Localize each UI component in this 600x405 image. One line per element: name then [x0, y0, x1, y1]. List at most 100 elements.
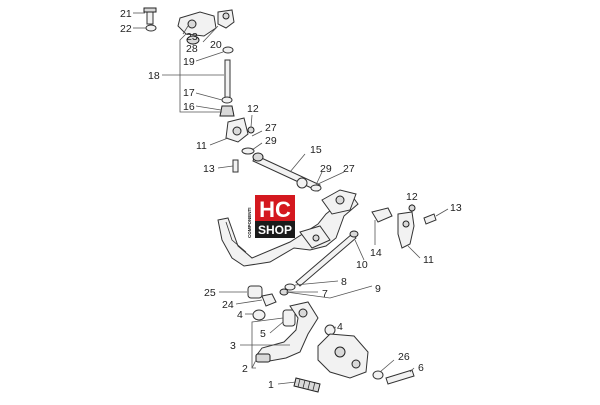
label-23: 23 [186, 31, 198, 43]
watermark-hc-text: HC [259, 197, 291, 222]
label-11-left: 11 [196, 140, 207, 152]
label-3: 3 [230, 340, 236, 352]
label-6: 6 [418, 362, 424, 374]
watermark-red-block [255, 195, 295, 221]
lower-small-parts [247, 285, 336, 336]
leader-10 [354, 239, 365, 261]
part-10-rod-end [349, 230, 359, 238]
leader-27a [251, 130, 263, 137]
leader-23 [182, 25, 189, 35]
part-15-shaft-end [252, 152, 264, 162]
label-19: 19 [183, 56, 195, 68]
part-14-joint [371, 207, 393, 223]
leader-13a [217, 165, 234, 169]
vertical-rod-assembly [219, 46, 235, 117]
leader-17 [195, 92, 223, 101]
label-22: 22 [120, 23, 132, 35]
label-14: 14 [370, 247, 382, 259]
label-9: 9 [375, 283, 381, 295]
leader-11a [209, 137, 229, 146]
main-frame [217, 189, 359, 267]
label-25: 25 [204, 287, 216, 299]
part-11-right-hole [402, 220, 410, 228]
frame-mount-hole [312, 234, 320, 242]
leader-18-bottom [179, 75, 222, 113]
label-21: 21 [120, 8, 132, 20]
part-21-screw-head [143, 7, 157, 13]
label-29-upper: 29 [265, 135, 277, 147]
label-28: 28 [186, 43, 198, 55]
label-13-left: 13 [203, 163, 215, 175]
label-10: 10 [356, 259, 368, 271]
part-11-lever-right [397, 211, 415, 249]
upper-shaft-assembly [225, 117, 322, 192]
part-22-washer [145, 24, 157, 32]
leader-3-top [240, 317, 284, 346]
label-24: 24 [222, 299, 234, 311]
leader-15 [289, 153, 306, 173]
footrest-hole-a [334, 346, 346, 358]
part-29-washer-a [241, 147, 255, 155]
footrest-hole-b [351, 359, 361, 369]
label-20: 20 [210, 39, 222, 51]
part-12-nut-right [408, 204, 416, 212]
label-5: 5 [260, 328, 266, 340]
label-17: 17 [183, 87, 195, 99]
leader-lines [133, 12, 449, 385]
leader-8 [294, 280, 339, 286]
part-15-shaft [252, 154, 321, 192]
leader-29b [315, 171, 323, 186]
part-4-bush-left [252, 309, 266, 321]
part-23-bracket [177, 11, 217, 37]
label-26: 26 [398, 351, 410, 363]
part-11-hole [232, 126, 242, 136]
leader-1 [277, 381, 297, 385]
label-12-right: 12 [406, 191, 418, 203]
part-18-rod [224, 59, 231, 103]
label-7: 7 [322, 288, 328, 300]
leader-16 [195, 105, 222, 111]
leader-6 [409, 367, 415, 373]
leader-4b [332, 326, 337, 329]
label-15: 15 [310, 144, 322, 156]
label-2: 2 [242, 363, 248, 375]
label-4-right: 4 [337, 321, 343, 333]
part-2-pedal-rubber [255, 353, 271, 363]
leader-18-top [162, 33, 187, 76]
part-12-nut-left [247, 126, 255, 134]
leader-20 [202, 25, 219, 43]
label-12-upper: 12 [247, 103, 259, 115]
watermark-dark-block [255, 221, 295, 238]
label-13-right: 13 [450, 202, 462, 214]
part-3-pivot-hole [298, 308, 308, 318]
leader-9 [285, 285, 373, 299]
label-27-upper: 27 [265, 122, 277, 134]
watermark-side-text: COMPONENTI [247, 207, 252, 238]
leader-27b [317, 171, 345, 185]
label-8: 8 [341, 276, 347, 288]
part-20-hole [222, 12, 230, 20]
frame-lug-hole [335, 195, 345, 205]
part-8-nut [284, 283, 296, 291]
part-16-joint [219, 105, 235, 117]
part-1-grip-lines [297, 378, 316, 391]
part-26-spacer [372, 370, 384, 380]
part-27-bush [296, 177, 308, 189]
footrest-bracket [317, 333, 415, 385]
part-5-bush [282, 309, 296, 327]
leader-11b [407, 245, 421, 259]
part-labels: 21 22 23 20 28 19 18 17 16 12 27 11 29 1… [120, 8, 462, 391]
leader-26 [379, 359, 395, 373]
part-24-bracket [261, 293, 277, 307]
label-16: 16 [183, 101, 195, 113]
part-25-cap [247, 285, 263, 299]
pedal-lever-assembly [255, 301, 319, 363]
leader-13b [435, 208, 449, 217]
leader-5 [269, 321, 284, 334]
part-19-nut [222, 46, 234, 54]
part-17-nut [221, 96, 233, 104]
part-1-footpeg [293, 377, 321, 393]
label-11-right: 11 [423, 254, 434, 266]
label-1: 1 [268, 379, 274, 391]
